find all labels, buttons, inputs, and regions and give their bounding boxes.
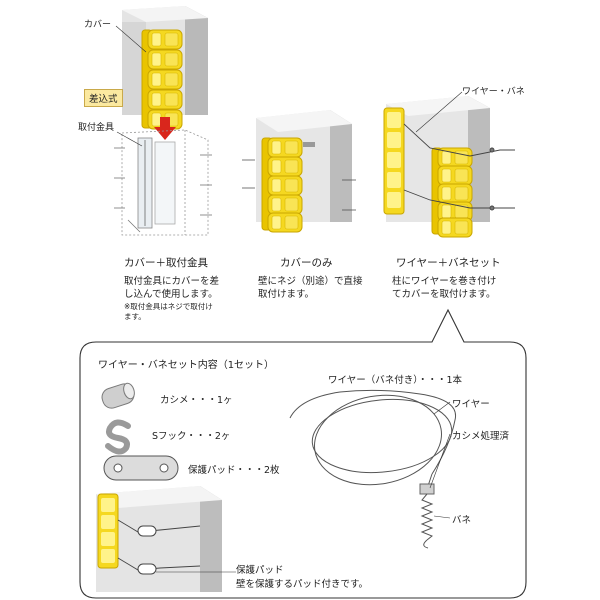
kashime-icon xyxy=(101,382,135,409)
panel-title: カバーのみ xyxy=(280,257,333,269)
panel-desc-line: 柱にワイヤーを巻き付け xyxy=(392,276,497,287)
pad-illustration xyxy=(96,486,236,592)
panel-desc-line: し込んで使用します。 xyxy=(124,289,218,300)
panel-desc-line: 壁にネジ（別途）で直接 xyxy=(258,276,363,287)
pad-title: 保護パッド xyxy=(236,565,284,576)
wire-leaders xyxy=(429,401,451,519)
kit-heading: ワイヤー・バネセット内容（1セット） xyxy=(98,360,275,371)
kit-item-pad: 保護パッド・・・2枚 xyxy=(188,465,280,476)
panel-cover-bracket: カバー＋取付金具 取付金具にカバーを差 し込んで使用します。 ※取付金具はネジで… xyxy=(124,255,219,322)
s-hook-icon xyxy=(105,419,131,455)
label-cover: カバー xyxy=(84,20,112,30)
pad-icon xyxy=(103,455,179,481)
panel3-cover-right xyxy=(431,147,473,238)
label-bracket: 取付金具 xyxy=(78,123,115,133)
panel2-screws xyxy=(242,159,356,211)
kit-item-kashime: カシメ・・・1ヶ xyxy=(160,395,233,406)
label-wire-spring: ワイヤー・バネ xyxy=(462,87,525,97)
spring-label: バネ xyxy=(452,515,472,526)
crimped-label: カシメ処理済 xyxy=(452,431,510,442)
panel2-cover xyxy=(261,137,315,233)
bracket-diagram xyxy=(114,129,212,236)
kit-item-s-hook: Sフック・・・2ヶ xyxy=(152,431,231,442)
insert-arrow-icon xyxy=(154,117,176,140)
panel-note-line: ます。 xyxy=(124,312,146,321)
panel-cover-only: カバーのみ 壁にネジ（別途）で直接 取付けます。 xyxy=(258,255,363,301)
panel-desc-line: 取付金具にカバーを差 xyxy=(124,276,220,287)
panel3-cover-left xyxy=(383,107,405,215)
wire-label: ワイヤー xyxy=(452,399,490,410)
panel-desc-line: 取付けます。 xyxy=(258,289,315,300)
panel3-wires xyxy=(403,123,515,211)
panel-title: カバー＋取付金具 xyxy=(124,257,208,269)
panel-desc-line: てカバーを取付けます。 xyxy=(392,289,496,300)
panel-title: ワイヤー＋バネセット xyxy=(396,257,501,269)
panel1-cover xyxy=(141,29,183,130)
spring-diagram xyxy=(419,483,435,549)
wire-coil xyxy=(289,389,457,487)
pad-desc: 壁を保護するパッド付きです。 xyxy=(236,579,369,590)
wire-title: ワイヤー（バネ付き）・・・1本 xyxy=(328,375,463,386)
insert-type-badge: 差込式 xyxy=(84,89,123,107)
panel-wire-spring: ワイヤー＋バネセット 柱にワイヤーを巻き付け てカバーを取付けます。 xyxy=(392,255,501,301)
panel-note-line: ※取付金具はネジで取付け xyxy=(124,302,213,311)
